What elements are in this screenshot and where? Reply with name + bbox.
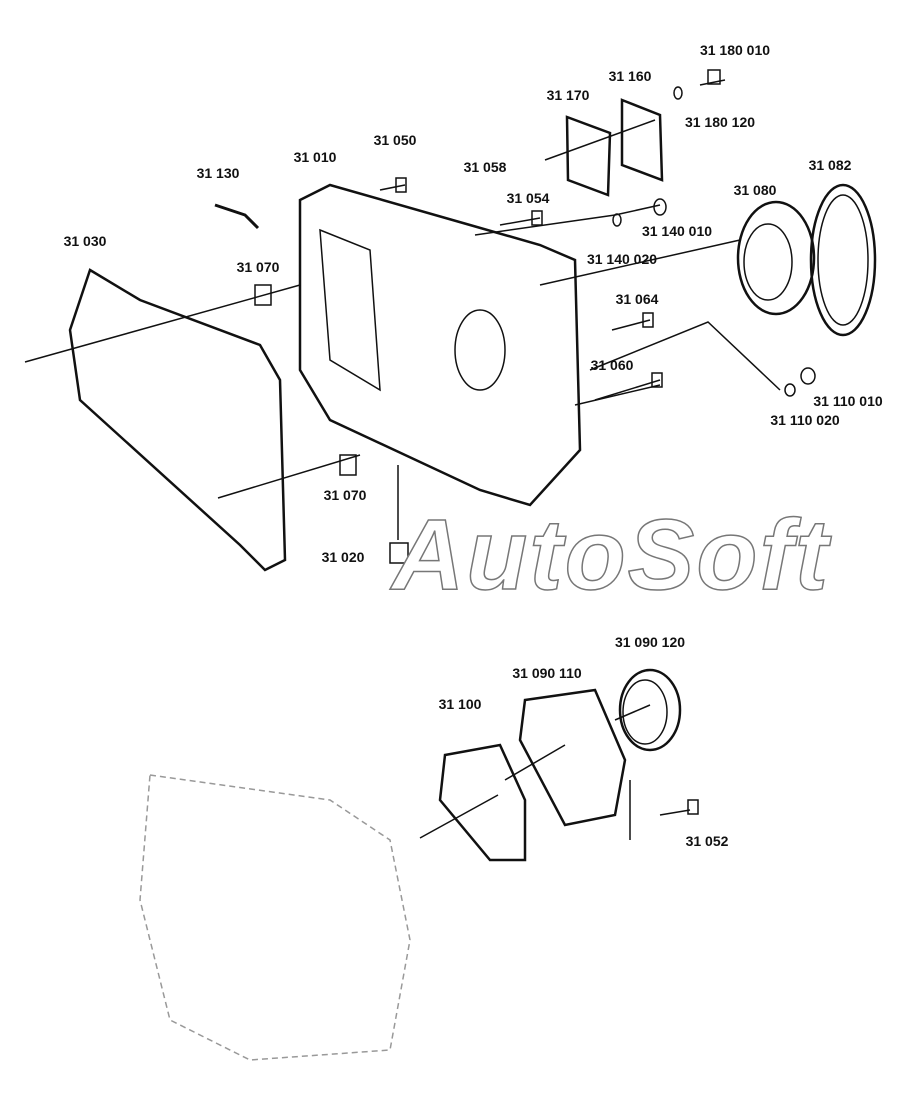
part-label-31090120[interactable]: 31 090 120 xyxy=(614,634,686,650)
part-label-31160[interactable]: 31 160 xyxy=(608,68,652,84)
part-label-31070-lower[interactable]: 31 070 xyxy=(323,487,367,503)
part-label-31090110[interactable]: 31 090 110 xyxy=(512,665,582,681)
part-label-31050[interactable]: 31 050 xyxy=(373,132,417,148)
part-label-31170[interactable]: 31 170 xyxy=(546,87,590,103)
part-label-31030[interactable]: 31 030 xyxy=(63,233,107,249)
cover-gasket-31170 xyxy=(565,115,612,197)
bearing-31080 xyxy=(736,200,816,316)
part-label-31100[interactable]: 31 100 xyxy=(438,696,482,712)
seal-31090120 xyxy=(618,668,682,752)
part-label-31140020[interactable]: 31 140 020 xyxy=(586,251,658,267)
part-label-31180010[interactable]: 31 180 010 xyxy=(699,42,771,58)
gasket-31030 xyxy=(68,268,287,572)
part-label-31180120[interactable]: 31 180 120 xyxy=(684,114,756,130)
part-label-31110020[interactable]: 31 110 020 xyxy=(770,412,840,428)
part-label-31080[interactable]: 31 080 xyxy=(733,182,777,198)
part-label-31052[interactable]: 31 052 xyxy=(685,833,729,849)
part-label-31020[interactable]: 31 020 xyxy=(321,549,365,565)
part-label-31130[interactable]: 31 130 xyxy=(196,165,240,181)
part-label-31058[interactable]: 31 058 xyxy=(463,159,507,175)
part-label-31064[interactable]: 31 064 xyxy=(615,291,659,307)
part-label-31082[interactable]: 31 082 xyxy=(808,157,852,173)
cover-31160 xyxy=(620,98,664,182)
part-label-31140010[interactable]: 31 140 010 xyxy=(641,223,713,239)
part-label-31060[interactable]: 31 060 xyxy=(590,357,634,373)
ring-31082 xyxy=(809,183,877,337)
housing-31010 xyxy=(298,183,582,507)
part-label-31054[interactable]: 31 054 xyxy=(506,190,550,206)
autosoft-watermark: AutoSoft xyxy=(391,499,831,611)
cover-31090110 xyxy=(518,688,627,827)
part-label-31110010[interactable]: 31 110 010 xyxy=(813,393,883,409)
gasket-31100 xyxy=(438,743,527,862)
part-label-31070-upper[interactable]: 31 070 xyxy=(236,259,280,275)
housing-ghost xyxy=(139,774,411,1061)
part-label-31010[interactable]: 31 010 xyxy=(293,149,337,165)
